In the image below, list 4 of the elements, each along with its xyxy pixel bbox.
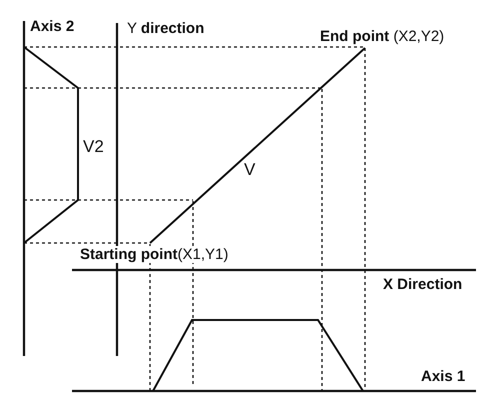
point-label: Starting point(X1,Y1) (80, 246, 228, 263)
velocity-label: V (244, 161, 256, 178)
velocity-label: V2 (83, 138, 104, 155)
point-label: End point (X2,Y2) (320, 28, 444, 45)
